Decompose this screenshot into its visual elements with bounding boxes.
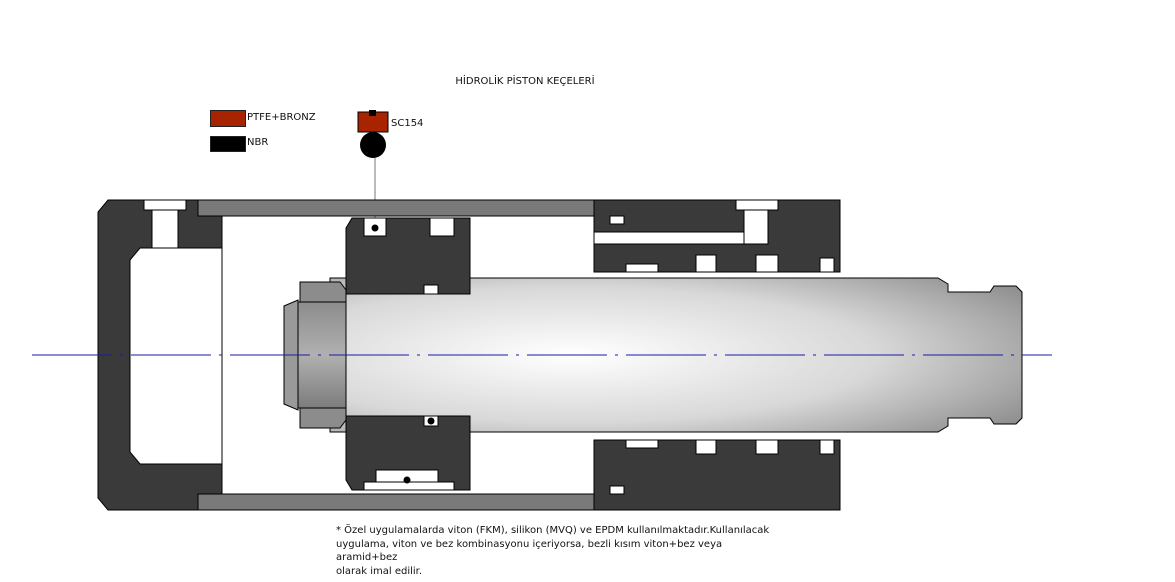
piston-nut <box>283 281 347 429</box>
legend-swatch-ptfe <box>210 110 246 127</box>
piston <box>345 217 471 491</box>
footnote-line-1: * Özel uygulamalarda viton (FKM), siliko… <box>336 525 770 536</box>
callout-label-sc154: SC154 <box>391 118 424 129</box>
footnote: * Özel uygulamalarda viton (FKM), siliko… <box>336 524 776 578</box>
piston-oring-inner <box>427 417 435 425</box>
legend-swatch-nbr <box>210 136 246 152</box>
legend-label-nbr: NBR <box>247 137 269 148</box>
barrel-top <box>197 199 656 217</box>
footnote-line-3: olarak imal edilir. <box>336 565 423 577</box>
rod-gland <box>593 199 841 511</box>
piston-oring-top <box>371 224 379 232</box>
legend-label-ptfe: PTFE+BRONZ <box>247 112 316 123</box>
diagram-title: HİDROLİK PİSTON KEÇELERİ <box>455 76 595 87</box>
sc154-seal-symbol <box>357 110 389 158</box>
footnote-line-2: uygulama, viton ve bez kombinasyonu içer… <box>336 538 723 564</box>
barrel-bottom <box>197 493 656 511</box>
piston-oring-bottom <box>403 476 411 484</box>
